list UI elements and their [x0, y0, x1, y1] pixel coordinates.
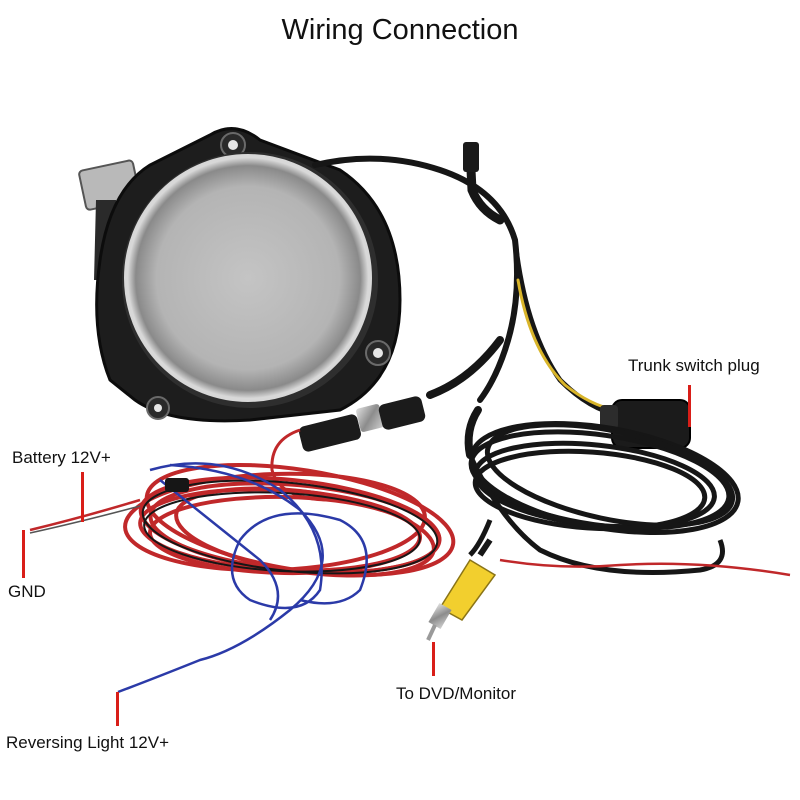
label-reversing-light: Reversing Light 12V+	[6, 733, 170, 752]
label-battery: Battery 12V+	[12, 448, 111, 467]
label-to-dvd-monitor: To DVD/Monitor	[396, 684, 516, 703]
coiled-black-cable	[467, 420, 741, 575]
pointer-battery	[81, 472, 84, 522]
pointer-trunk-plug	[688, 385, 691, 427]
black-harness	[312, 142, 623, 459]
label-gnd: GND	[8, 582, 46, 601]
diagram-title: Wiring Connection	[281, 14, 519, 46]
rca-plug	[426, 538, 497, 641]
pointer-gnd	[22, 530, 25, 578]
camera-connector	[270, 396, 426, 502]
power-wire-bundle	[29, 462, 456, 694]
camera-housing	[78, 127, 402, 423]
mirror-lens	[124, 154, 372, 402]
label-trunk-switch-plug: Trunk switch plug	[628, 356, 760, 375]
pointer-reversing-light	[116, 692, 119, 726]
pointer-dvd-monitor	[432, 642, 435, 676]
